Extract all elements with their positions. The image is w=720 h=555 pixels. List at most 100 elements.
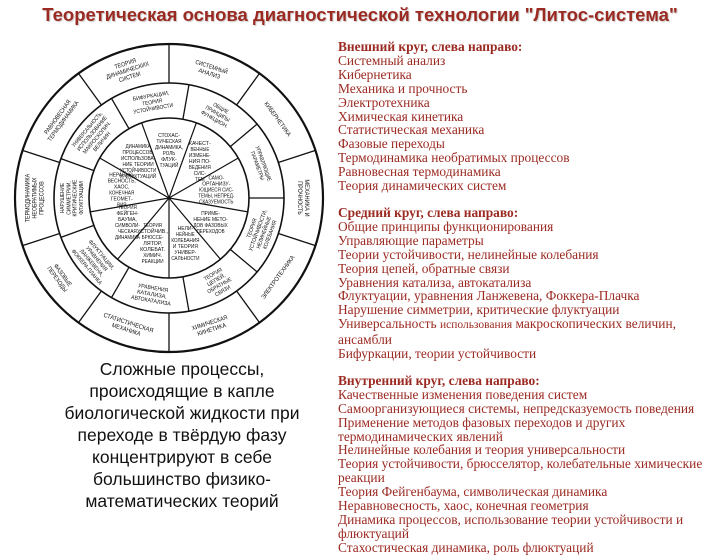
caption-text: Сложные процессы, происходящие в капле б… xyxy=(64,359,300,511)
label-line: ВЕСНОСТЬ, xyxy=(108,178,136,184)
label-line: НЕНИЕ МЕТО- xyxy=(193,217,228,223)
label-line: КАТАЛИЗА, xyxy=(136,289,167,300)
list-item: Фазовые переходы xyxy=(338,136,445,152)
label-line: ТЕОРИЯ xyxy=(143,223,162,229)
inner-ring-divider xyxy=(99,157,170,199)
label-line: ХАОС, xyxy=(114,184,130,190)
list-item: Общие принципы функционирования xyxy=(338,218,554,234)
label-line: ИСПОЛЬЗОВА- xyxy=(121,156,156,162)
outer-ring-label: МЕХАНИКА ИПРОЧНОСТЬ xyxy=(296,179,310,216)
list-item: Качественные изменения поведения систем xyxy=(338,386,588,402)
list-item: Кибернетика xyxy=(338,66,412,82)
list-item: Термодинамика необратимых процессов xyxy=(338,150,570,166)
middle-ring-divider xyxy=(229,123,258,148)
label-line: САЛЬНОСТИ xyxy=(171,256,199,262)
label-line: КОЛЕБАНИЯ xyxy=(171,238,199,244)
label-line: РИЯ xyxy=(117,202,127,208)
list-item: Применение методов фазовых переходов и д… xyxy=(338,414,626,444)
label-line: КАЧЕСТ- xyxy=(189,141,211,147)
label-line: КРИТИЧЕСКИЕ xyxy=(73,179,79,216)
inner-ring-divider xyxy=(141,122,170,199)
label-line: МЕХАНИКА И xyxy=(303,179,310,216)
label-line: КОНЕЧНАЯ xyxy=(109,190,134,196)
label-line: ФЛУК- xyxy=(161,157,177,163)
middle-ring-divider xyxy=(229,248,258,273)
label-line: РОЛЬ xyxy=(163,151,176,157)
list-item: Самоорганизующиеся системы, непредсказуе… xyxy=(338,400,695,416)
label-line: КОЛЕБАТ. xyxy=(140,247,165,253)
list-item: Механика и прочность xyxy=(338,80,468,96)
middle-ring-label: ТЕОРИЯЦЕПЕЙ,ОБРАТНЫЕСВЯЗИ xyxy=(200,266,236,301)
label-line: ПРОЦЕССОВ, xyxy=(123,150,154,156)
label-line: ПЕРЕХОДОВ xyxy=(197,229,226,235)
page-title: Теоретическая основа диагностической тех… xyxy=(42,4,678,25)
outer-ring-divider xyxy=(22,149,60,164)
inner-ring-label: САМО-ОРГАНИЗУ-ЮЩИЕСЯ СИС-ТЕМЫ, НЕПРЕД-СК… xyxy=(198,175,234,205)
label-line: ПРИМЕ- xyxy=(201,211,220,217)
middle-circle-heading: Средний круг, слева направо: xyxy=(338,204,519,220)
list-item: Статистическая механика xyxy=(338,122,485,138)
label-line: ХИМИЧ. xyxy=(143,253,162,259)
label-line: БРЮССЕ- xyxy=(142,235,164,241)
label-line: ФЕЙГЕН- xyxy=(117,209,139,217)
middle-ring-label: НАРУШЕНИЕСИММЕТРИИ,КРИТИЧЕСКИЕФЛУКТУАЦИИ xyxy=(60,179,85,216)
label-line: УСТОЙЧИВОСТИ xyxy=(120,166,156,174)
label-line: И ТЕОРИЯ xyxy=(173,244,198,250)
inner-ring-divider xyxy=(168,157,239,199)
list-item: Динамика процессов, использование теории… xyxy=(338,512,684,541)
list-item: Системный анализ xyxy=(338,52,446,68)
label-line: ПРОЧНОСТЬ xyxy=(296,181,303,214)
label-line: ТЕОРИЯ xyxy=(118,205,137,211)
outer-ring-divider xyxy=(22,232,60,247)
outer-ring-divider xyxy=(236,73,261,106)
list-item: Флуктуации, уравнения Ланжевена, Фоккера… xyxy=(338,288,640,304)
label-line: И ФЛУКТУАЦИЙ xyxy=(120,172,156,180)
label-line: УНИВЕР- xyxy=(174,250,196,256)
outer-circle-heading: Внешний круг, слева направо: xyxy=(338,39,523,54)
outer-ring-divider xyxy=(77,73,102,106)
middle-ring-divider xyxy=(182,84,190,120)
label-line: ТУАЦИЙ xyxy=(160,161,179,169)
label-line: ДИНАМИКА, xyxy=(155,145,183,151)
list-item: Стахостическая динамика, роль флюктуаций xyxy=(338,539,594,555)
label-line: ЧЕСКАЯ xyxy=(118,229,137,235)
inner-ring-divider xyxy=(117,197,170,260)
list-item: Химическая кинетика xyxy=(338,108,464,124)
label-line: ТЕРМОДИНАМИКА xyxy=(25,173,32,222)
label-line: НЕОБРАТИМЫХ xyxy=(32,178,39,219)
list-item: Теория цепей, обратные связи xyxy=(338,260,510,276)
list-item: Электротехника xyxy=(338,94,430,110)
list-item: Теории устойчивости, нелинейные колебани… xyxy=(338,246,599,262)
label-line: УРАВНЕНИЯ xyxy=(138,283,169,294)
list-item: Равновесная термодинамика xyxy=(338,164,501,180)
inner-ring-divider xyxy=(168,122,197,199)
middle-ring-divider xyxy=(60,158,95,172)
list-item: Бифуркации, теории устойчивости xyxy=(338,346,537,362)
label-line: СИС- xyxy=(194,171,207,177)
label-line: ДИНАМИКА xyxy=(115,235,140,241)
label-line: СИММЕТРИИ, xyxy=(66,181,72,215)
outer-ring-divider xyxy=(278,232,316,247)
label-line: ДОВ ФАЗОВЫХ xyxy=(193,223,228,229)
list-item: Управляющие параметры xyxy=(338,232,484,248)
label-line: ВЕДЕНИЯ xyxy=(189,165,211,171)
middle-ring-divider xyxy=(182,276,190,312)
list-item: Универсальность использования макроскопи… xyxy=(338,317,718,347)
list-item: Неравновесность, хаос, конечная геометри… xyxy=(338,498,589,514)
label-line: СИМВОЛИ- xyxy=(115,223,140,229)
label-line: ТЕМ xyxy=(195,177,204,183)
outer-list: Системный анализ Кибернетика Механика и … xyxy=(338,54,718,193)
label-line: НАРУШЕНИЕ xyxy=(60,183,66,213)
item-text: макроскопических величин, ансамбли xyxy=(338,316,676,348)
middle-list: Общие принципы функционирования Управляю… xyxy=(338,218,718,362)
middle-ring-divider xyxy=(60,224,95,238)
item-text-small: использования xyxy=(439,319,513,332)
label-line: ВЕННЫЕ xyxy=(190,147,209,153)
inner-circle-heading: Внутренний круг, слева направо: xyxy=(338,372,540,388)
label-line: ИЗМЕНЕ- xyxy=(189,153,211,159)
label-line: УСТОЙЧИВ., xyxy=(137,227,168,235)
